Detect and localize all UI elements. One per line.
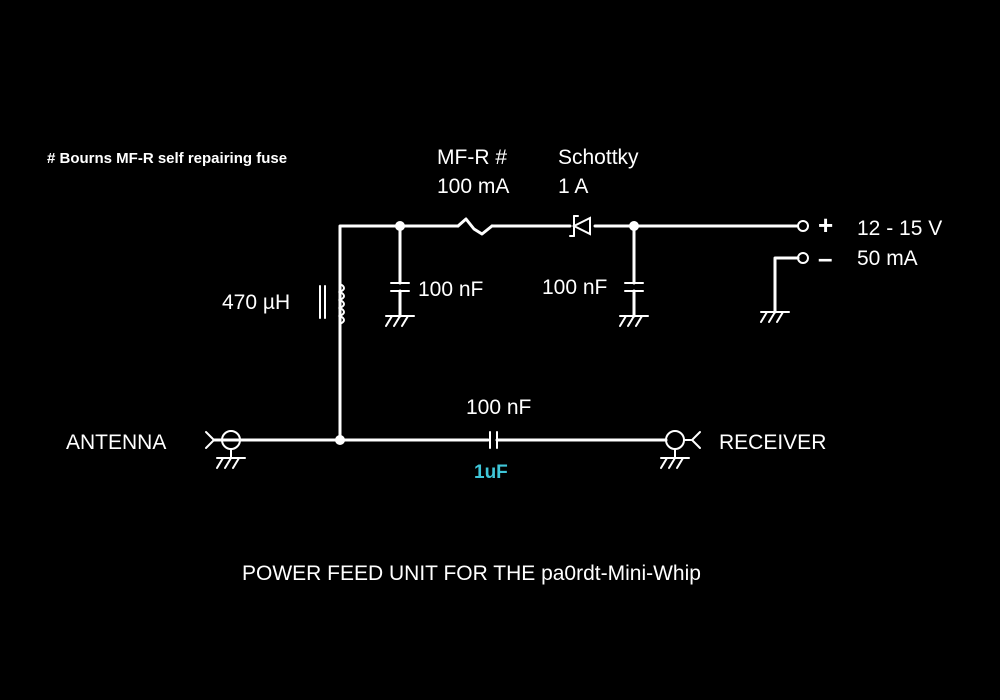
cap-left-value: 100 nF xyxy=(418,278,483,301)
series-cap-value: 100 nF xyxy=(466,396,531,419)
series-capacitor xyxy=(489,431,668,449)
fuse-footnote: # Bourns MF-R self repairing fuse xyxy=(47,150,287,167)
receiver-connector xyxy=(660,430,701,469)
fuse-symbol xyxy=(456,217,494,236)
receiver-label: RECEIVER xyxy=(719,431,826,454)
diode-name-label: Schottky xyxy=(558,146,639,169)
inductor-value: 470 µH xyxy=(222,291,290,314)
series-cap-alt-value: 1uF xyxy=(474,462,508,483)
inductor-symbol xyxy=(319,283,345,325)
plus-sign: + xyxy=(818,210,833,240)
supply-current: 50 mA xyxy=(857,247,918,270)
fuse-rating-label: 100 mA xyxy=(437,175,509,198)
antenna-label: ANTENNA xyxy=(66,431,166,454)
fuse-name-label: MF-R # xyxy=(437,146,507,169)
minus-sign: – xyxy=(818,243,832,273)
top-rail xyxy=(338,224,800,442)
shunt-capacitor-left xyxy=(385,224,415,327)
schottky-diode-symbol xyxy=(569,215,591,237)
cap-right-value: 100 nF xyxy=(542,276,607,299)
antenna-connector xyxy=(205,430,490,469)
supply-terminals xyxy=(760,220,809,323)
diagram-title: POWER FEED UNIT FOR THE pa0rdt-Mini-Whip xyxy=(242,562,701,585)
supply-voltage: 12 - 15 V xyxy=(857,217,942,240)
plus-terminal xyxy=(797,220,809,232)
shunt-capacitor-right xyxy=(619,224,649,327)
diode-rating-label: 1 A xyxy=(558,175,588,198)
